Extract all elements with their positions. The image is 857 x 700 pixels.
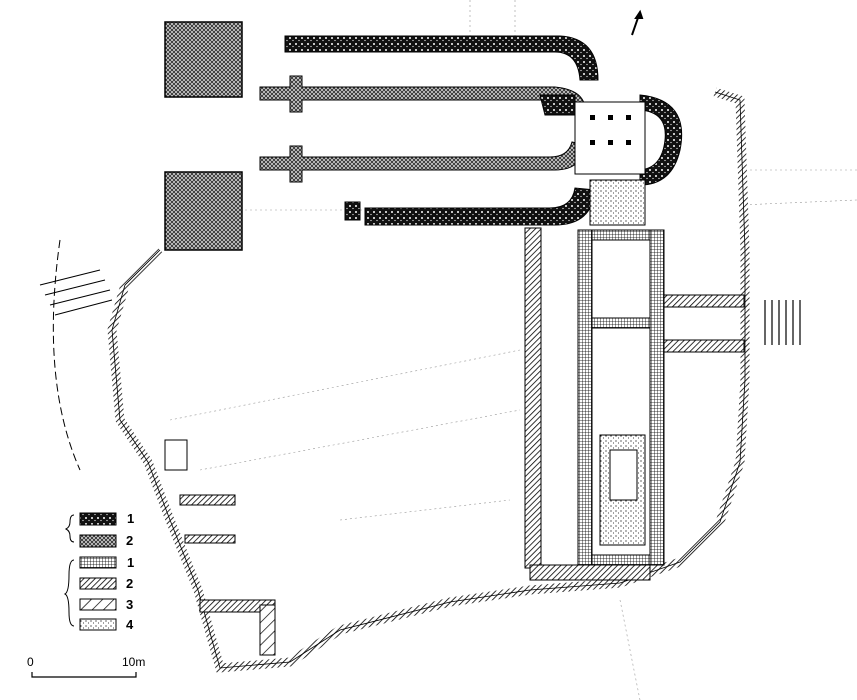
- legend-label-b3: 3: [126, 597, 134, 612]
- apse-room-columns: [590, 115, 631, 145]
- north-arrow: [631, 9, 644, 36]
- legend-swatch-b1: [79, 556, 117, 569]
- legend-label-b1: 1: [127, 555, 135, 570]
- scale-end-label: 10m: [122, 655, 146, 669]
- legend-brace-b: [63, 559, 75, 627]
- legend-swatch-b3: [79, 598, 117, 611]
- legend-label-a2: 2: [126, 533, 134, 548]
- hatched-area-east: [764, 300, 801, 345]
- legend-swatch-a2: [79, 534, 117, 548]
- scale-start-label: 0: [27, 655, 34, 669]
- outer-dashed-arc: [52, 239, 81, 471]
- legend-swatch-b2: [79, 577, 117, 590]
- legend-swatches: [79, 512, 117, 631]
- legend-label-b4: 4: [126, 617, 134, 632]
- scale-bar: [31, 672, 137, 678]
- legend-swatch-a1: [79, 512, 117, 526]
- legend-brace-a: [64, 514, 75, 543]
- church-walls: [259, 35, 683, 226]
- legend-label-b2: 2: [126, 576, 134, 591]
- west-rooms: [164, 439, 276, 656]
- tower-south: [164, 171, 243, 251]
- long-building: [524, 179, 745, 581]
- hatched-area-west: [39, 269, 113, 316]
- legend-swatch-b4: [79, 618, 117, 631]
- legend-label-a1: 1: [127, 511, 135, 526]
- tower-north: [164, 21, 243, 98]
